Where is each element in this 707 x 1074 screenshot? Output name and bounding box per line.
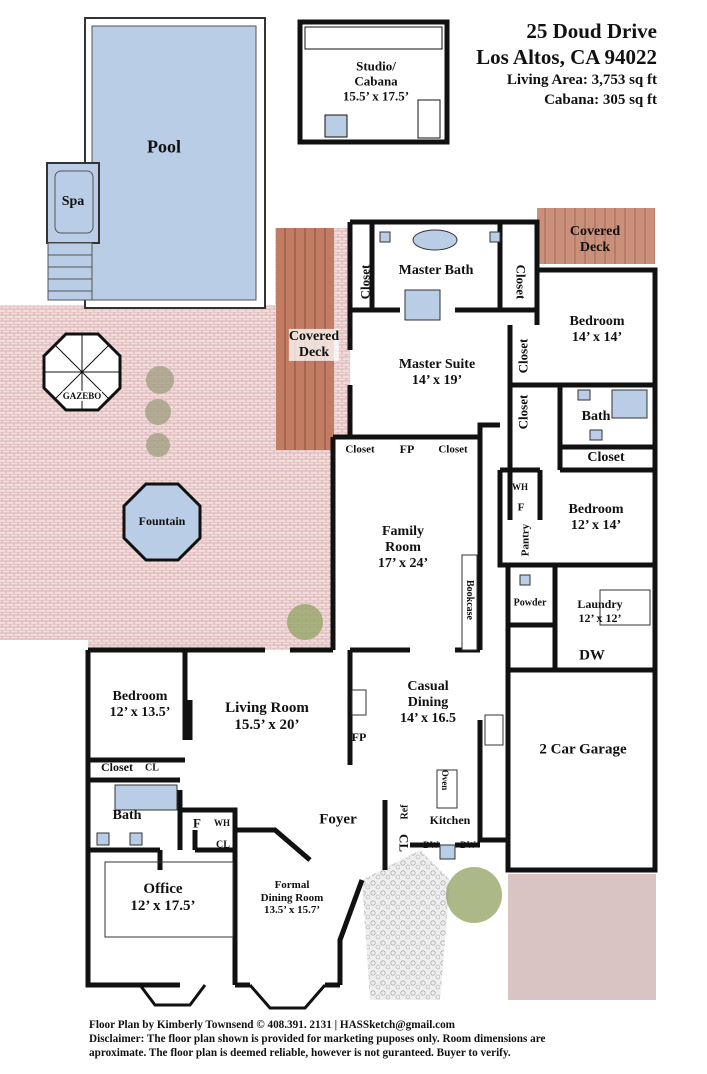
master-bath-label: Master Bath [398,262,474,278]
stone-walkway [362,850,450,1000]
garage-label: 2 Car Garage [539,741,627,758]
pool-water [91,25,257,301]
furnace-label: F [517,501,525,514]
closet-cl-label: CL [216,839,230,851]
pool-steps [47,242,93,301]
closet-label: Closet [357,264,373,300]
closet-cl-label: CL [145,762,159,774]
covered-deck-right [537,208,655,264]
living-area: Living Area: 3,753 sq ft [506,72,657,88]
fountain [122,482,202,562]
dishwasher-laundry-label: DW [579,647,605,664]
bay-windows [138,984,327,1010]
closet-label: Closet [587,449,625,465]
dishwasher-label: DW [460,839,476,850]
closet-label: Closet [515,338,531,374]
closet-cl-label: CL [396,833,412,853]
bookcase-label: Bookcase [463,580,475,620]
shrubs [145,366,502,923]
fixtures [96,229,651,938]
bath-ne-label: Bath [581,408,611,424]
disclaimer-line1: Disclaimer: The floor plan shown is prov… [89,1033,546,1045]
dishwasher-label: DW [423,839,439,850]
oven-label: Oven [440,769,451,791]
bath-w-label: Bath [112,807,142,823]
spa-label: Spa [61,193,85,209]
closet-label: Closet [101,760,133,775]
water-heater-label: WH [511,481,529,492]
credit-line: Floor Plan by Kimberly Townsend © 408.39… [89,1019,455,1031]
fountain-label: Fountain [138,514,186,529]
closet-label: Closet [513,264,529,300]
pantry-label: Pantry [519,523,532,557]
cabana-area: Cabana: 305 sq ft [544,92,657,108]
fireplace-label: FP [351,730,367,745]
pool-label: Pool [147,136,181,157]
kitchen-label: Kitchen [429,813,471,828]
address-line2: Los Altos, CA 94022 [476,45,657,69]
fireplace-label: FP [399,442,415,457]
closet-label: Closet [345,443,375,456]
closet-label: Closet [515,394,531,430]
closet-label: Closet [438,443,468,456]
driveway [508,874,656,1000]
disclaimer-line2: aproximate. The floor plan is deemed rel… [89,1047,511,1059]
furnace-label: F [193,815,201,831]
address-line1: 25 Doud Drive [526,19,657,43]
house-walls [85,219,658,988]
foyer-label: Foyer [319,811,357,828]
powder-label: Powder [513,597,547,609]
studio-cabana-walls [297,19,450,145]
property-header: 25 Doud Drive Los Altos, CA 94022 Living… [476,18,657,110]
water-heater-label: WH [213,817,231,828]
refrigerator-label: Ref [399,804,411,820]
gazebo-label: GAZEBO [62,390,102,402]
footer: Floor Plan by Kimberly Townsend © 408.39… [89,1018,545,1060]
